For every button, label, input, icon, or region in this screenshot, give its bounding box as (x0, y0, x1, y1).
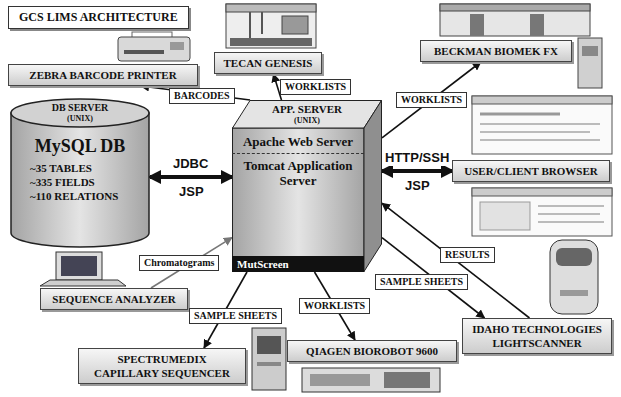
database-text: ~110 RELATIONS (18, 189, 142, 203)
cylinder-body (11, 113, 149, 247)
scanner-label: IDAHO TECHNOLOGIES LIGHTSCANNER (462, 318, 612, 354)
database-text: ~335 FIELDS (18, 175, 142, 189)
connector (382, 169, 452, 173)
server-text: APP. SERVER (232, 103, 364, 116)
device-name: IDAHO TECHNOLOGIES LIGHTSCANNER (469, 322, 605, 350)
edge-label: JDBC (171, 156, 210, 172)
sequencer-label: SPECTRUMEDIX CAPILLARY SEQUENCER (78, 348, 246, 384)
device-name: SEQUENCE ANALYZER (47, 292, 181, 306)
sequencer-picture (252, 328, 286, 390)
computer-picture (40, 252, 126, 286)
edge-label: HTTP/SSH (383, 150, 451, 166)
server-text: Tomcat Application Server (232, 153, 364, 188)
title-box: GCS LIMS ARCHITECTURE (8, 6, 189, 29)
edge-label: WORKLISTS (280, 79, 351, 95)
connector (150, 175, 232, 179)
cube-side (364, 101, 382, 272)
device-name: ZEBRA BARCODE PRINTER (15, 68, 191, 82)
robot-label: QIAGEN BIOROBOT 9600 (287, 340, 457, 362)
browser-label: USER/CLIENT BROWSER (452, 160, 610, 182)
database-cylinder: DB SERVER(UNIX) MySQL DB ~35 TABLES~335 FI… (10, 98, 150, 248)
edge-label: BARCODES (169, 88, 235, 104)
database-text: MySQL DB (18, 135, 142, 157)
cube-front (233, 128, 365, 272)
device-name: SPECTRUMEDIX CAPILLARY SEQUENCER (85, 352, 239, 380)
device-name: QIAGEN BIOROBOT 9600 (294, 344, 450, 358)
server-cube: APP. SERVER(UNIX) Apache Web ServerTomcat… (232, 100, 382, 272)
edge-label: Chromatograms (139, 255, 219, 271)
connector (382, 62, 481, 138)
database-text: ~35 TABLES (18, 161, 142, 175)
connector (382, 203, 530, 318)
edge-label: WORKLISTS (299, 298, 370, 314)
edge-label: WORKLISTS (396, 92, 467, 108)
database-text: DB SERVER (18, 102, 142, 114)
robot-label: TECAN GENESIS (214, 52, 322, 74)
robot-label: BECKMAN BIOMEK FX (420, 40, 572, 62)
tecan-picture (226, 4, 316, 48)
printer-picture (118, 32, 190, 61)
edge-label: RESULTS (440, 247, 495, 263)
device-name: BECKMAN BIOMEK FX (427, 44, 565, 58)
edge-label: SAMPLE SHEETS (189, 308, 282, 324)
server-text: MutScreen (232, 256, 364, 272)
database-text: (UNIX) (18, 114, 142, 123)
analyzer-label: SEQUENCE ANALYZER (40, 288, 188, 310)
cube-top (233, 101, 382, 129)
lightscanner-picture (550, 240, 598, 314)
cylinder-top (11, 99, 149, 127)
server-text: (UNIX) (232, 116, 364, 125)
printer-label: ZEBRA BARCODE PRINTER (8, 64, 198, 86)
protocol-label: JSP (177, 184, 206, 200)
device-name: USER/CLIENT BROWSER (459, 164, 603, 178)
device-name: TECAN GENESIS (221, 56, 315, 70)
edge-label: SAMPLE SHEETS (375, 274, 468, 290)
server-text: Apache Web Server (232, 134, 364, 149)
protocol-label: JSP (403, 178, 432, 194)
qiagen-picture (302, 368, 440, 392)
